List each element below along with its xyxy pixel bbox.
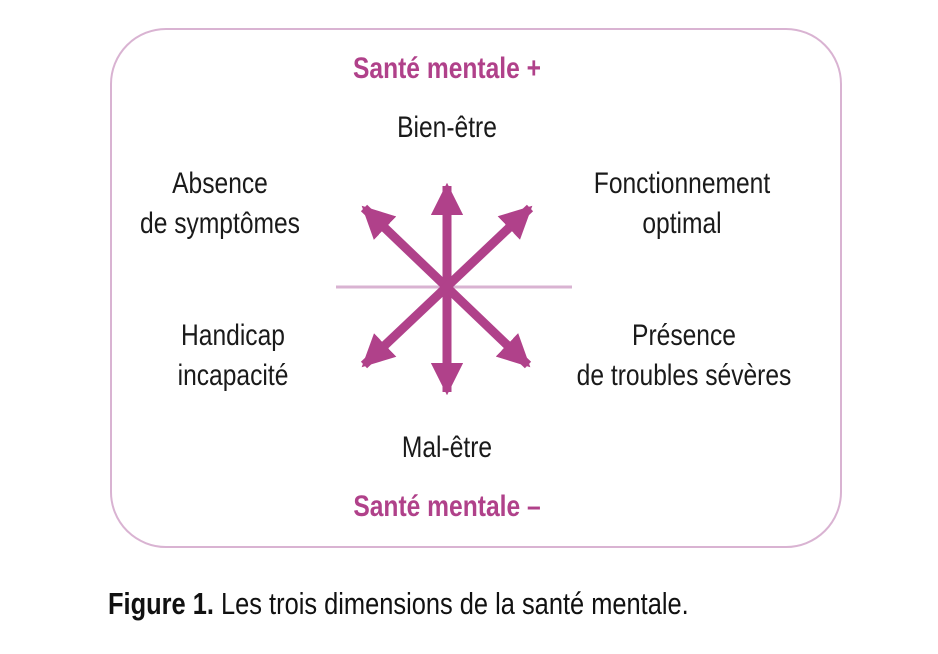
label-optimal-functioning: Fonctionnement optimal	[594, 164, 770, 244]
label-absence-line-2: de symptômes	[140, 207, 300, 240]
heading-positive-mental-health: Santé mentale +	[353, 52, 541, 85]
label-wellbeing-text: Bien-être	[397, 111, 497, 144]
label-severe-disorders: Présence de troubles sévères	[577, 316, 792, 396]
label-handicap-line-1: Handicap	[181, 319, 285, 352]
label-handicap-incapacity: Handicap incapacité	[178, 316, 289, 396]
diagonal-arrow-topright-bottomleft	[360, 204, 534, 369]
heading-negative-mental-health: Santé mentale –	[353, 490, 541, 523]
figure-caption-text: Les trois dimensions de la santé mentale…	[213, 586, 689, 621]
label-disorders-line-2: de troubles sévères	[576, 359, 792, 392]
label-functioning-line-2: optimal	[642, 207, 722, 240]
label-disorders-line-1: Présence	[632, 319, 736, 352]
label-illbeing: Mal-être	[402, 428, 492, 468]
label-wellbeing: Bien-être	[397, 108, 497, 148]
label-illbeing-text: Mal-être	[401, 431, 493, 464]
figure-caption: Figure 1. Les trois dimensions de la san…	[108, 586, 689, 622]
label-absence-of-symptoms: Absence de symptômes	[140, 164, 300, 244]
label-absence-line-1: Absence	[172, 167, 268, 200]
label-functioning-line-1: Fonctionnement	[593, 167, 771, 200]
figure-caption-label: Figure 1.	[108, 586, 214, 621]
label-handicap-line-2: incapacité	[177, 359, 289, 392]
diagram-frame	[110, 28, 842, 548]
